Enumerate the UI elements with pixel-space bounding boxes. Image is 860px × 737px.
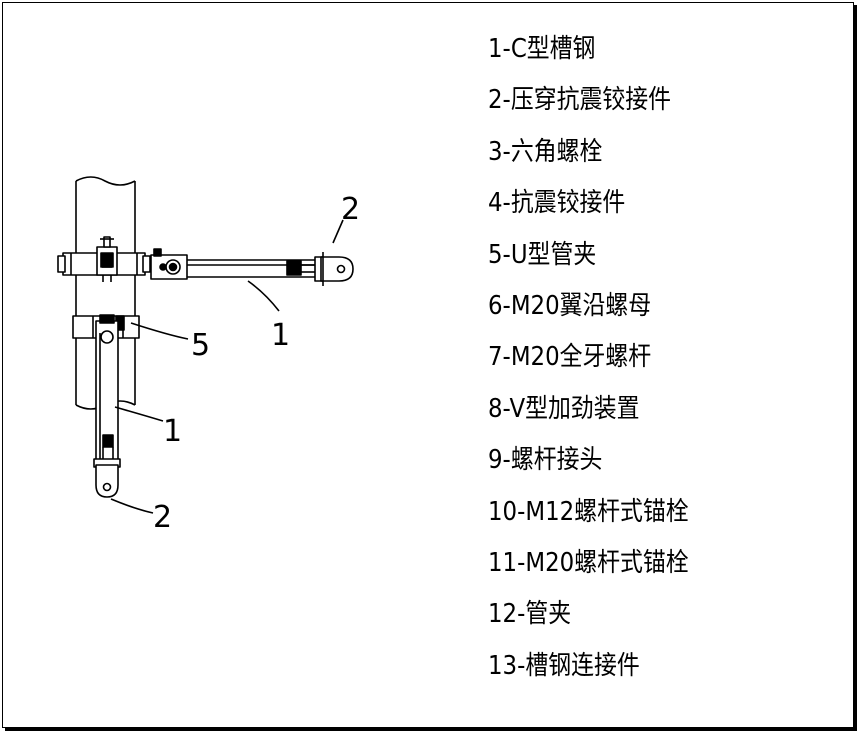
legend-item: 13-槽钢连接件 xyxy=(488,650,640,681)
vertical-hinge xyxy=(95,464,119,498)
callout-channel-horizontal: 1 xyxy=(271,318,290,353)
legend-item: 12-管夹 xyxy=(488,599,572,630)
brace-assembly-drawing: 2 1 5 1 2 xyxy=(57,176,360,535)
vertical-channel xyxy=(93,314,121,468)
legend-item: 11-M20螺杆式锚栓 xyxy=(488,547,689,578)
figure-frame: 2 1 5 1 2 1-C型槽钢 2-压穿抗震铰接件 3-六角螺栓 4-抗震铰接… xyxy=(2,2,854,728)
legend-item: 3-六角螺栓 xyxy=(488,136,603,167)
callout-clamp-lower: 5 xyxy=(191,328,210,363)
legend-item: 8-V型加劲装置 xyxy=(488,393,640,424)
legend-item: 2-压穿抗震铰接件 xyxy=(488,85,671,116)
callout-hinge-top: 2 xyxy=(341,192,360,227)
legend-item: 4-抗震铰接件 xyxy=(488,188,626,219)
horizontal-hinge xyxy=(320,252,354,286)
horizontal-channel xyxy=(150,248,332,282)
legend-item: 10-M12螺杆式锚栓 xyxy=(488,496,689,527)
upper-pipe-clamp xyxy=(57,236,151,282)
legend-item: 6-M20翼沿螺母 xyxy=(488,290,652,321)
legend-item: 5-U型管夹 xyxy=(488,239,597,270)
legend-item: 7-M20全牙螺杆 xyxy=(488,342,652,373)
parts-legend: 1-C型槽钢 2-压穿抗震铰接件 3-六角螺栓 4-抗震铰接件 5-U型管夹 6… xyxy=(488,29,716,697)
pipe xyxy=(75,176,136,410)
legend-item: 9-螺杆接头 xyxy=(488,445,603,476)
leader-lines xyxy=(110,219,344,514)
callout-channel-vertical: 1 xyxy=(163,414,182,449)
legend-item: 1-C型槽钢 xyxy=(488,34,596,64)
callout-hinge-bottom: 2 xyxy=(153,500,172,535)
